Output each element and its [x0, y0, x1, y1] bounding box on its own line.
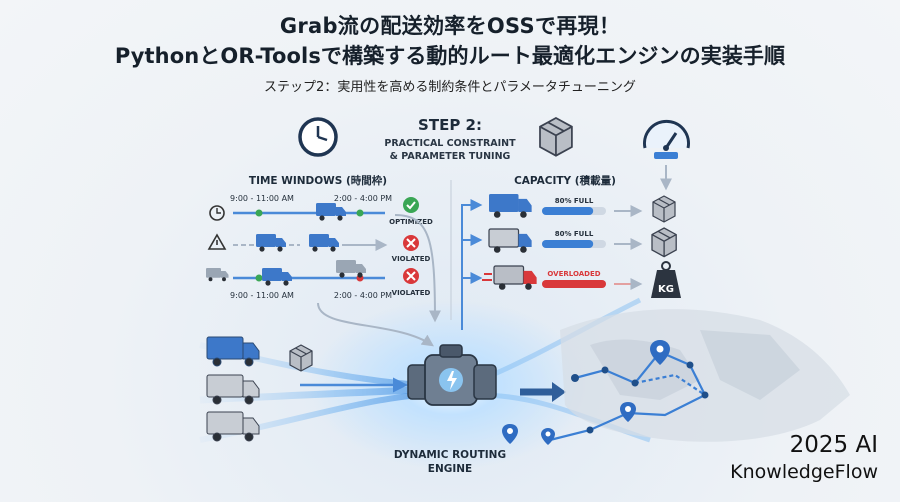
output-stream-1 — [479, 297, 642, 383]
truck-icon — [489, 194, 532, 218]
brand-name: KnowledgeFlow — [730, 461, 878, 483]
tw-row3-start: 9:00 - 11:00 AM — [230, 291, 294, 300]
package-icon — [651, 227, 677, 258]
output-arrow-head — [552, 382, 566, 402]
engine-label-1: DYNAMIC ROUTING — [394, 449, 506, 461]
map-pin-icon — [541, 428, 555, 445]
weight-label: KG — [658, 284, 674, 295]
tw-right-arrow — [394, 214, 441, 323]
tw-row3-end: 2:00 - 4:00 PM — [334, 291, 392, 300]
cross-icon — [403, 235, 419, 251]
tw-row3-start-dot — [255, 274, 263, 282]
truck-icon — [488, 228, 532, 253]
cap-feed-arrow-1 — [461, 199, 483, 330]
tw-row3-status: VIOLATED — [392, 289, 431, 297]
truck-icon — [206, 336, 260, 367]
truck-icon — [206, 268, 229, 282]
title-line-1: Grab流の配送効率をOSSで再現！ — [279, 14, 621, 38]
brand-year: 2025 AI — [789, 432, 878, 458]
tw-row1-status: OPTIMIZED — [389, 218, 433, 226]
truck-icon — [316, 203, 346, 221]
tw-row-1: OPTIMIZED — [209, 197, 433, 226]
title-line-2: PythonとOR-Toolsで構築する動的ルート最適化エンジンの実装手順 — [114, 44, 786, 68]
cap-row1-fill — [542, 207, 594, 215]
gauge-icon — [643, 119, 690, 159]
tw-row-2: VIOLATED — [207, 233, 431, 263]
time-windows-heading: TIME WINDOWS (時間枠) — [249, 174, 387, 187]
clock-small-icon — [209, 205, 225, 221]
tw-row-3: VIOLATED — [206, 260, 431, 297]
route-map — [549, 309, 850, 442]
tw-row1-start: 9:00 - 11:00 AM — [230, 194, 294, 203]
engine-icon — [407, 344, 497, 406]
cap-row3-fill — [542, 280, 606, 288]
map-pin-icon — [620, 402, 636, 422]
package-icon — [652, 195, 676, 223]
truck-icon — [206, 411, 260, 442]
package-icon — [539, 117, 573, 157]
truck-icon — [336, 260, 366, 278]
package-icon — [289, 344, 313, 372]
capacity-heading: CAPACITY (積載量) — [514, 174, 616, 187]
clock-icon — [298, 117, 338, 157]
cap-row1-label: 80% FULL — [555, 197, 594, 205]
truck-icon — [309, 234, 339, 252]
map-pin-icon — [502, 424, 518, 444]
step-caption-2: & PARAMETER TUNING — [390, 151, 511, 162]
step-label: STEP 2: — [418, 116, 482, 134]
step-caption-1: PRACTICAL CONSTRAINT — [384, 138, 516, 149]
truck-icon — [262, 268, 292, 286]
engine-label-2: ENGINE — [428, 463, 472, 475]
weight-icon: KG — [651, 261, 681, 298]
tw-to-engine-arrow — [317, 302, 434, 347]
tw-row2-status: VIOLATED — [392, 255, 431, 263]
warning-icon — [207, 233, 227, 250]
subtitle: ステップ2：実用性を高める制約条件とパラメータチューニング — [264, 80, 636, 95]
cap-row2-fill — [542, 240, 594, 248]
map-pin-icon — [650, 340, 670, 365]
tw-row1-start-dot — [255, 209, 263, 217]
truck-icon — [256, 234, 286, 252]
tw-row1-end-dot — [356, 209, 364, 217]
cap-row2-label: 80% FULL — [555, 230, 594, 238]
checkmark-icon — [403, 197, 419, 213]
tw-row1-end: 2:00 - 4:00 PM — [334, 194, 392, 203]
truck-icon — [482, 265, 537, 290]
cap-row3-label: OVERLOADED — [547, 270, 600, 278]
cross-icon — [403, 268, 419, 284]
